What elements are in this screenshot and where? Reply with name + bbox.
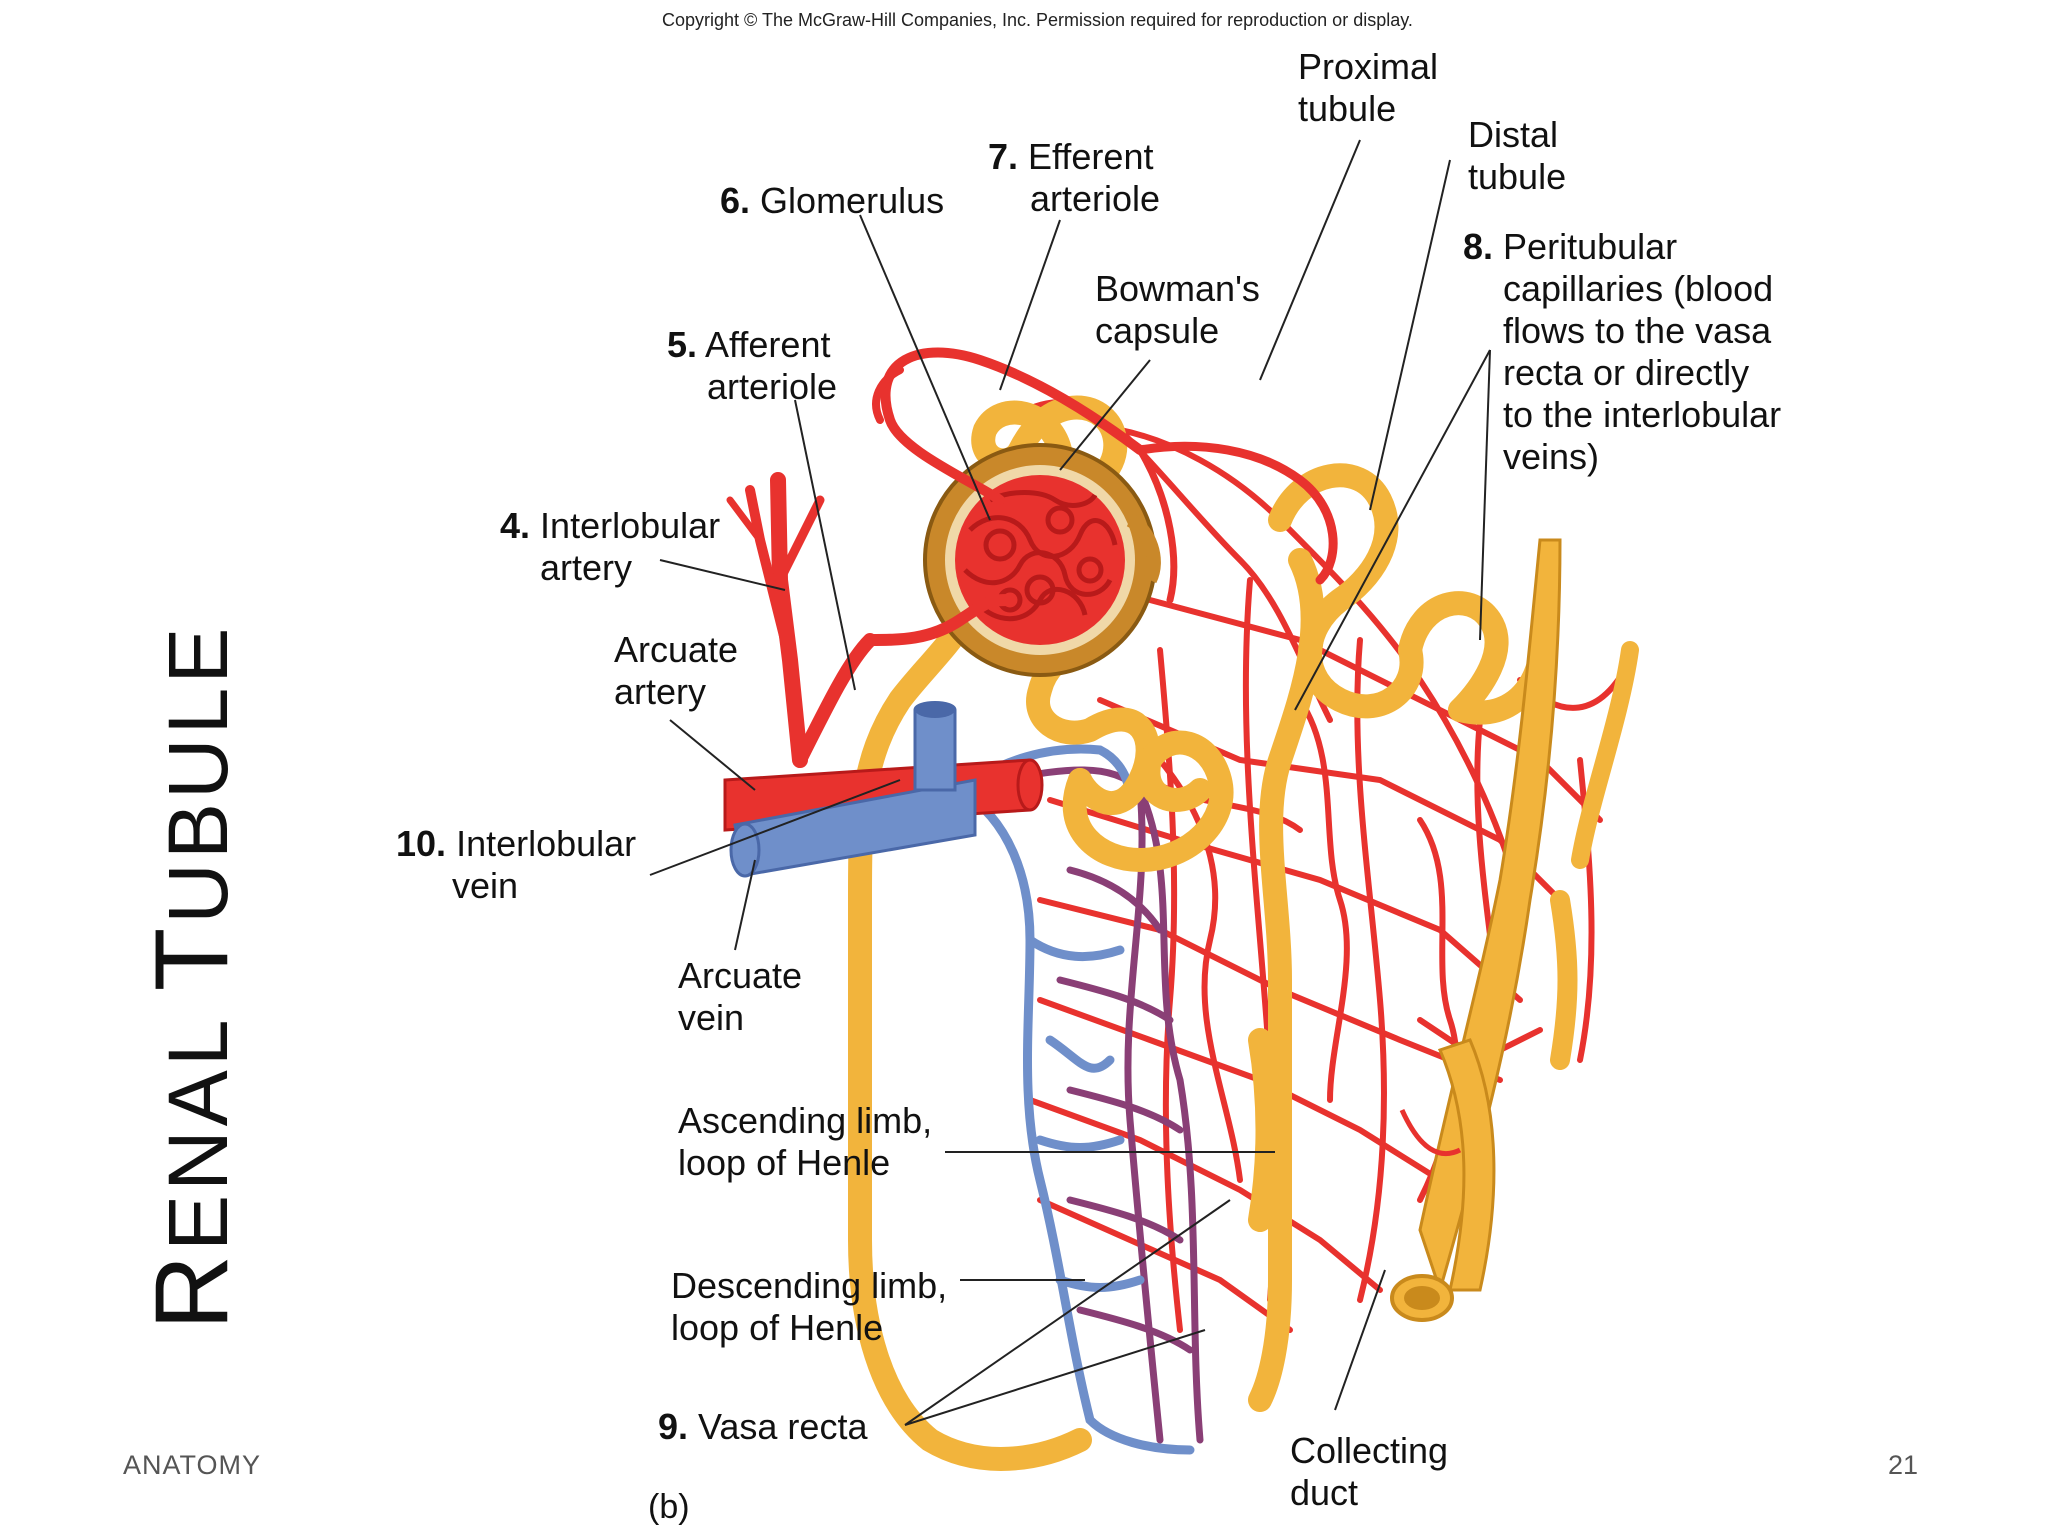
- collecting-duct: [1390, 538, 1639, 1322]
- copyright-notice: Copyright © The McGraw-Hill Companies, I…: [662, 10, 1413, 30]
- label-peritubular-capillaries: 8. Peritubular capillaries (blood flows …: [1463, 226, 1782, 477]
- label-distal-tubule: Distal tubule: [1468, 114, 1567, 197]
- label-proximal-tubule: Proximal tubule: [1298, 46, 1439, 129]
- label-collecting-duct: Collecting duct: [1290, 1430, 1449, 1513]
- label-glomerulus: 6. Glomerulus: [720, 180, 945, 221]
- arterial-vessels: [726, 347, 1338, 768]
- leader-lines: [649, 139, 1491, 1426]
- vasa-recta-vessels: [996, 766, 1204, 1444]
- label-afferent-arteriole: 5. Afferent arteriole: [667, 324, 838, 407]
- label-vasa-recta: 9. Vasa recta: [658, 1406, 868, 1447]
- label-descending-limb: Descending limb, loop of Henle: [671, 1265, 948, 1348]
- glomerulus: [955, 475, 1125, 645]
- label-efferent-arteriole: 7. Efferent arteriole: [988, 136, 1161, 219]
- label-arcuate-artery: Arcuate artery: [614, 629, 739, 712]
- figure-panel-label: (b): [648, 1488, 690, 1526]
- label-interlobular-vein: 10. Interlobular vein: [396, 823, 637, 906]
- footer-subject: ANATOMY: [123, 1450, 262, 1480]
- label-ascending-limb: Ascending limb, loop of Henle: [678, 1100, 933, 1183]
- page-number: 21: [1888, 1450, 1919, 1480]
- label-arcuate-vein: Arcuate vein: [678, 955, 803, 1038]
- label-bowmans-capsule: Bowman's capsule: [1095, 268, 1260, 351]
- label-interlobular-artery: 4. Interlobular artery: [500, 505, 721, 588]
